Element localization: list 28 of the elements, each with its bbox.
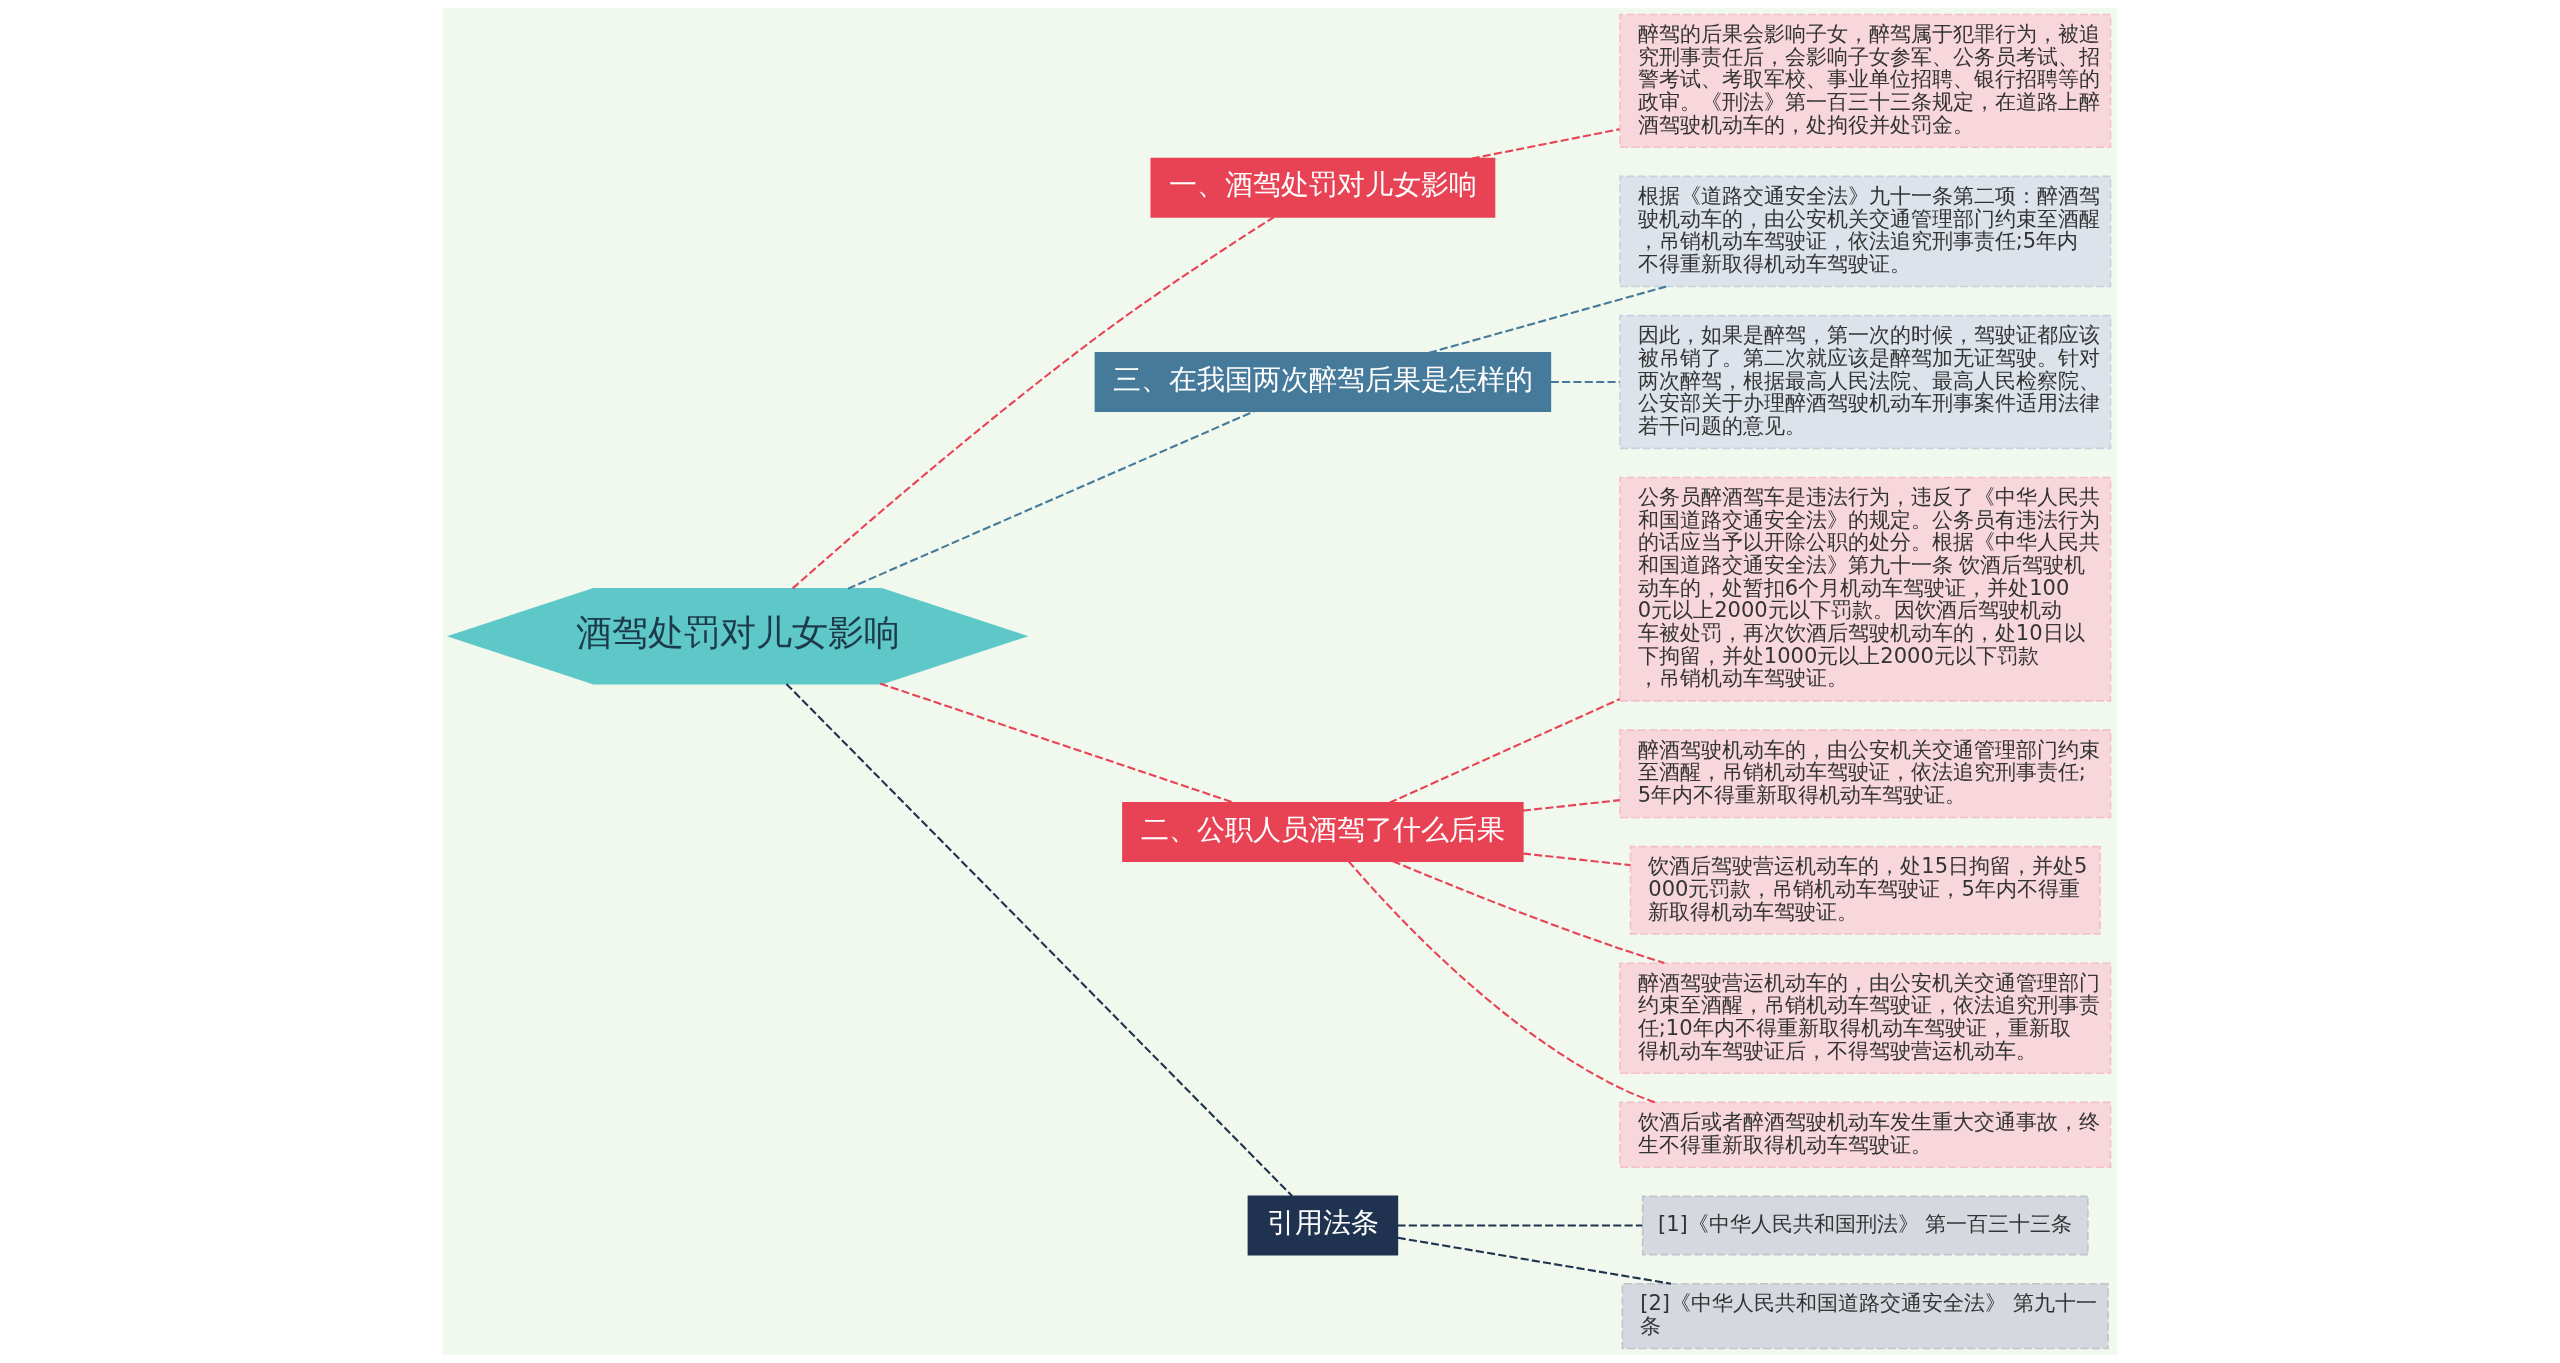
connector bbox=[1392, 860, 1665, 965]
connector bbox=[1397, 1236, 1672, 1285]
node-box: 引用法条 bbox=[1247, 1195, 1399, 1256]
connector bbox=[1347, 860, 1656, 1104]
connector bbox=[847, 410, 1255, 590]
connector bbox=[1389, 698, 1621, 804]
node-box: 饮酒后或者醉酒驾驶机动车发生重大交通事故，终生不得重新取得机动车驾驶证。 bbox=[1619, 1101, 2112, 1168]
connector bbox=[1522, 852, 1631, 867]
node-box: [2]《中华人民共和国道路交通安全法》 第九十一条 bbox=[1621, 1282, 2109, 1350]
connector bbox=[1522, 799, 1620, 812]
node-box: 饮酒后驾驶营运机动车的，处15日拘留，并处5000元罚款，吊销机动车驾驶证，5年内不得重新取得机动车驾驶证。 bbox=[1629, 845, 2101, 935]
node-box: 醉酒驾驶机动车的，由公安机关交通管理部门约束至酒醒，吊销机动车驾驶证，依法追究刑事责任;5年内不得重新取得机动车驾驶证。 bbox=[1619, 729, 2112, 819]
node-box: 公务员醉酒驾车是违法行为，违反了《中华人民共和国道路交通安全法》的规定。公务员有违法行为的话应当予以开除公职的处分。根据《中华人民共和国道路交通安全法》第九十一条 饮酒后驾驶机动车的，处暂扣6个月机动车驾驶证，并处1000元以上2000元以下罚款。因饮酒后驾驶机动车被处罚，再次饮酒后驾驶机动车的，处10日以下拘留，并处1000元以上2000元以下罚款，吊销机动车驾驶证。 bbox=[1619, 476, 2112, 702]
connector bbox=[879, 682, 1235, 804]
connector bbox=[1428, 285, 1667, 354]
connector bbox=[1471, 128, 1620, 160]
node-box: 二、公职人员酒驾了什么后果 bbox=[1122, 802, 1524, 862]
node-box: 因此，如果是醉驾，第一次的时候，驾驶证都应该被吊销了。第二次就应该是醉驾加无证驾驶。针对两次醉驾，根据最高人民法院、最高人民检察院、公安部关于办理醉酒驾驶机动车刑事案件适用法律若干问题的意见。 bbox=[1619, 314, 2112, 450]
node-box: [1]《中华人民共和国刑法》 第一百三十三条 bbox=[1641, 1195, 2089, 1256]
connector bbox=[792, 216, 1275, 590]
connector bbox=[1550, 380, 1620, 384]
connector bbox=[1397, 1224, 1643, 1227]
connector bbox=[785, 683, 1293, 1197]
node-box: 一、酒驾处罚对儿女影响 bbox=[1150, 157, 1496, 218]
node-box: 根据《道路交通安全法》九十一条第二项：醉酒驾驶机动车的，由公安机关交通管理部门约束至酒醒，吊销机动车驾驶证，依法追究刑事责任;5年内不得重新取得机动车驾驶证。 bbox=[1619, 175, 2112, 288]
node-box: 醉酒驾驶营运机动车的，由公安机关交通管理部门约束至酒醒，吊销机动车驾驶证，依法追究刑事责任;10年内不得重新取得机动车驾驶证，重新取得机动车驾驶证后，不得驾驶营运机动车。 bbox=[1619, 962, 2112, 1075]
node-box: 三、在我国两次醉驾后果是怎样的 bbox=[1094, 352, 1552, 412]
node-box: 醉驾的后果会影响子女，醉驾属于犯罪行为，被追究刑事责任后，会影响子女参军、公务员考试、招警考试、考取军校、事业单位招聘、银行招聘等的政审。《刑法》第一百三十三条规定，在道路上醉酒驾驶机动车的，处拘役并处罚金。 bbox=[1619, 13, 2112, 149]
